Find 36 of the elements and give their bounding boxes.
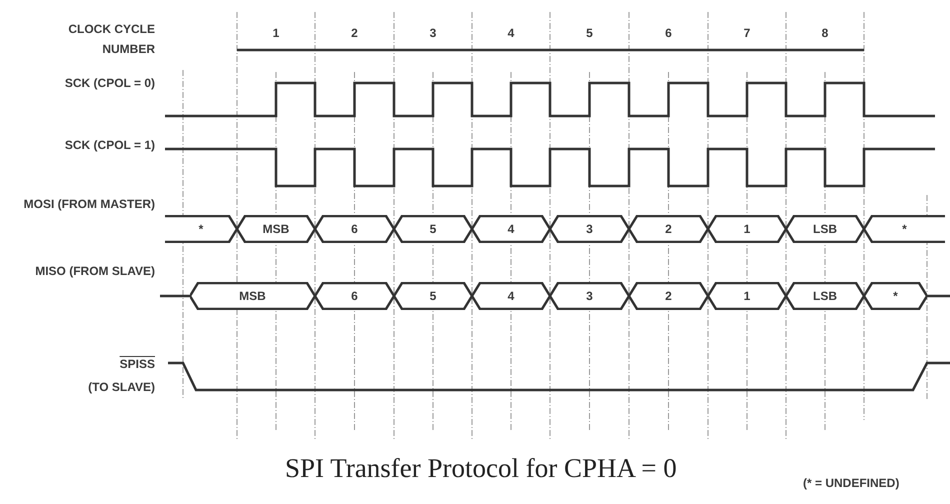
footnote: (* = UNDEFINED)	[803, 476, 900, 490]
bus-value-segment: MSB	[190, 282, 315, 310]
bus-value-segment: 4	[472, 215, 550, 243]
bus-value-segment: 5	[394, 215, 472, 243]
signal-label: (TO SLAVE)	[87, 379, 155, 395]
bus-value-segment: 1	[708, 215, 786, 243]
bus-value-segment: 6	[315, 215, 394, 243]
cycle-number: 1	[272, 25, 280, 41]
signal-label: MOSI (FROM MASTER)	[22, 196, 155, 213]
signal-label: SCK (CPOL = 0)	[64, 75, 155, 92]
bus-value-segment: 2	[629, 282, 708, 310]
cycle-number: 5	[585, 25, 594, 41]
signal-label: MISO (FROM SLAVE)	[34, 263, 155, 280]
bus-value-segment: LSB	[786, 282, 864, 310]
bus-value-segment: *	[165, 215, 237, 243]
signal-label: SCK (CPOL = 1)	[64, 137, 155, 154]
bus-value-segment: 3	[550, 282, 629, 310]
signal-label: SPISS	[118, 356, 155, 372]
axis-label: CLOCK CYCLE NUMBER	[67, 21, 155, 58]
bus-value-segment: MSB	[237, 215, 315, 243]
bus-value-segment: 2	[629, 215, 708, 243]
cycle-number: 4	[506, 25, 516, 41]
cycle-number: 6	[664, 25, 673, 41]
bus-value-segment: 5	[394, 282, 472, 310]
bus-value-segment: 1	[708, 282, 786, 310]
bus-value-segment: 3	[550, 215, 629, 243]
bus-value-segment: *	[864, 282, 927, 310]
bus-value-segment: *	[864, 215, 945, 243]
bus-value-segment: 6	[315, 282, 394, 310]
bus-value-segment: LSB	[786, 215, 864, 243]
cycle-number: 8	[820, 25, 830, 41]
cycle-number: 3	[428, 25, 438, 41]
cycle-number: 2	[350, 25, 359, 41]
cycle-number: 7	[742, 25, 752, 41]
caption: SPI Transfer Protocol for CPHA = 0	[285, 452, 677, 485]
bus-value-segment: 4	[472, 282, 550, 310]
